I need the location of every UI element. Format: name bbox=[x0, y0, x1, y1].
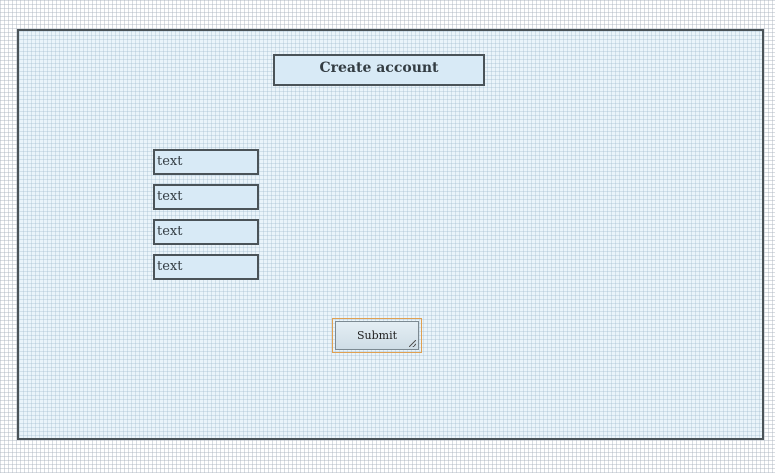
submit-button-label: Submit bbox=[356, 329, 398, 342]
form-title: Create account bbox=[273, 54, 485, 86]
form-canvas: Create account text text text text Submi… bbox=[17, 29, 764, 440]
submit-button[interactable]: Submit bbox=[335, 321, 419, 350]
submit-focus-outline: Submit bbox=[332, 318, 422, 353]
text-field-4[interactable]: text bbox=[153, 254, 259, 280]
text-field-2[interactable]: text bbox=[153, 184, 259, 210]
resize-grip-icon[interactable] bbox=[409, 340, 416, 347]
text-field-1[interactable]: text bbox=[153, 149, 259, 175]
text-field-3[interactable]: text bbox=[153, 219, 259, 245]
